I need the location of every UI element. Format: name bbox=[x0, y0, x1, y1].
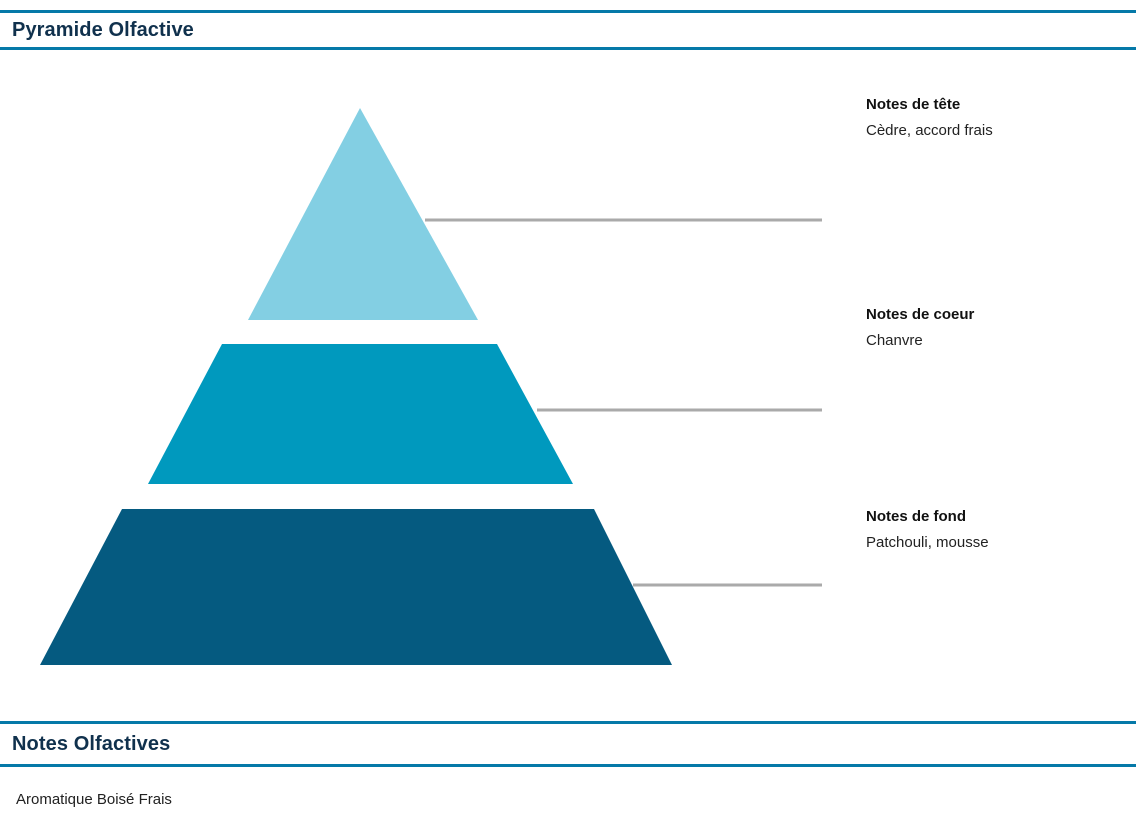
notes-olfactives-text: Aromatique Boisé Frais bbox=[16, 791, 172, 808]
pyramid-label-fond-title: Notes de fond bbox=[866, 508, 966, 525]
pyramid-layer-fond[interactable] bbox=[40, 509, 672, 665]
pyramid-layer-coeur[interactable] bbox=[148, 344, 573, 484]
pyramid-svg bbox=[40, 108, 822, 665]
pyramid-label-coeur-title: Notes de coeur bbox=[866, 306, 975, 323]
pyramid-label-fond-description: Patchouli, mousse bbox=[866, 534, 989, 551]
page-title: Pyramide Olfactive bbox=[12, 19, 194, 41]
pyramid-layer-tete[interactable] bbox=[248, 108, 478, 320]
pyramid-label-fond: Notes de fond Patchouli, mousse bbox=[866, 507, 1136, 553]
pyramid-label-coeur-description: Chanvre bbox=[866, 332, 923, 349]
olfactive-pyramid-diagram bbox=[0, 55, 1142, 715]
pyramid-label-coeur: Notes de coeur Chanvre bbox=[866, 305, 1136, 351]
pyramid-label-tete-title: Notes de tête bbox=[866, 96, 961, 113]
section-header-notes-olfactives: Notes Olfactives bbox=[0, 721, 1136, 767]
pyramid-label-tete-description: Cèdre, accord frais bbox=[866, 122, 993, 139]
pyramid-label-tete: Notes de tête Cèdre, accord frais bbox=[866, 95, 1136, 141]
section-header-pyramide: Pyramide Olfactive bbox=[0, 10, 1136, 50]
notes-olfactives-title: Notes Olfactives bbox=[12, 733, 171, 755]
